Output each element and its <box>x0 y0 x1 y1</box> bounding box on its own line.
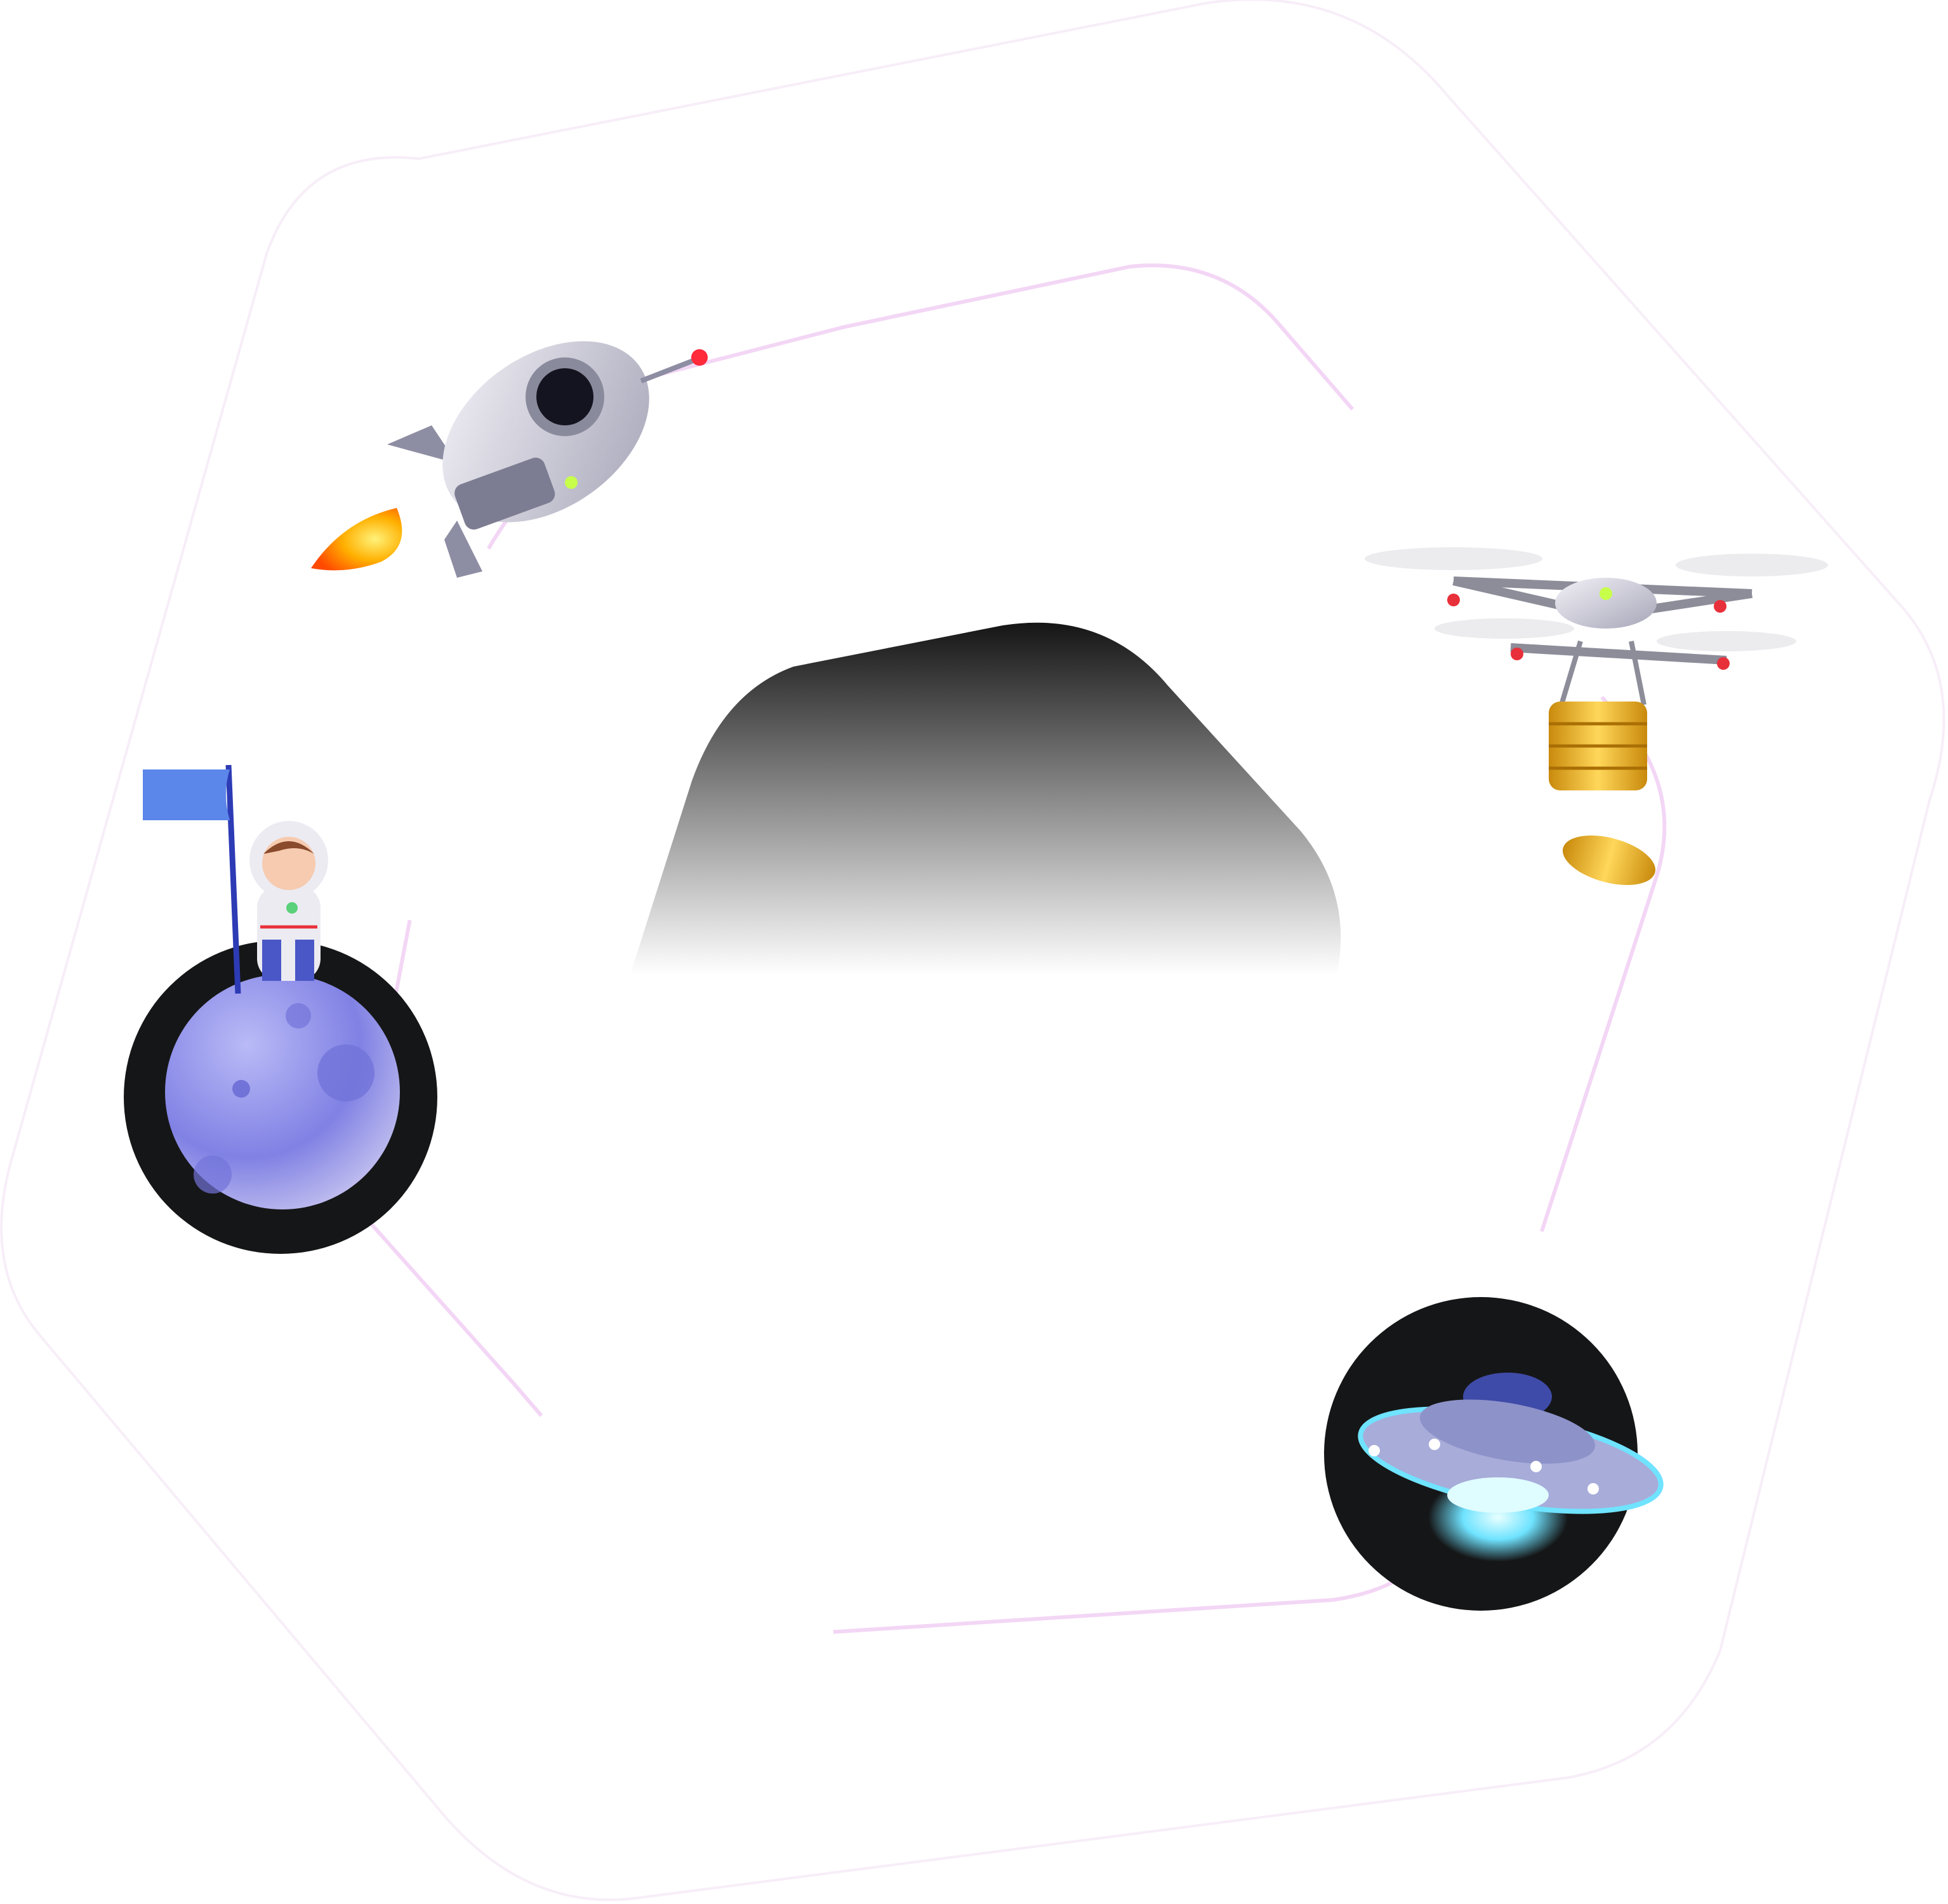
center-gradient-shape <box>614 622 1341 1092</box>
ufo-icon <box>1324 1297 1664 1611</box>
astronaut-on-moon-icon <box>124 764 437 1254</box>
inner-hexagon-outline <box>353 263 1667 1634</box>
drone-with-coins-icon <box>1365 547 1828 885</box>
rocket-icon <box>311 341 708 578</box>
